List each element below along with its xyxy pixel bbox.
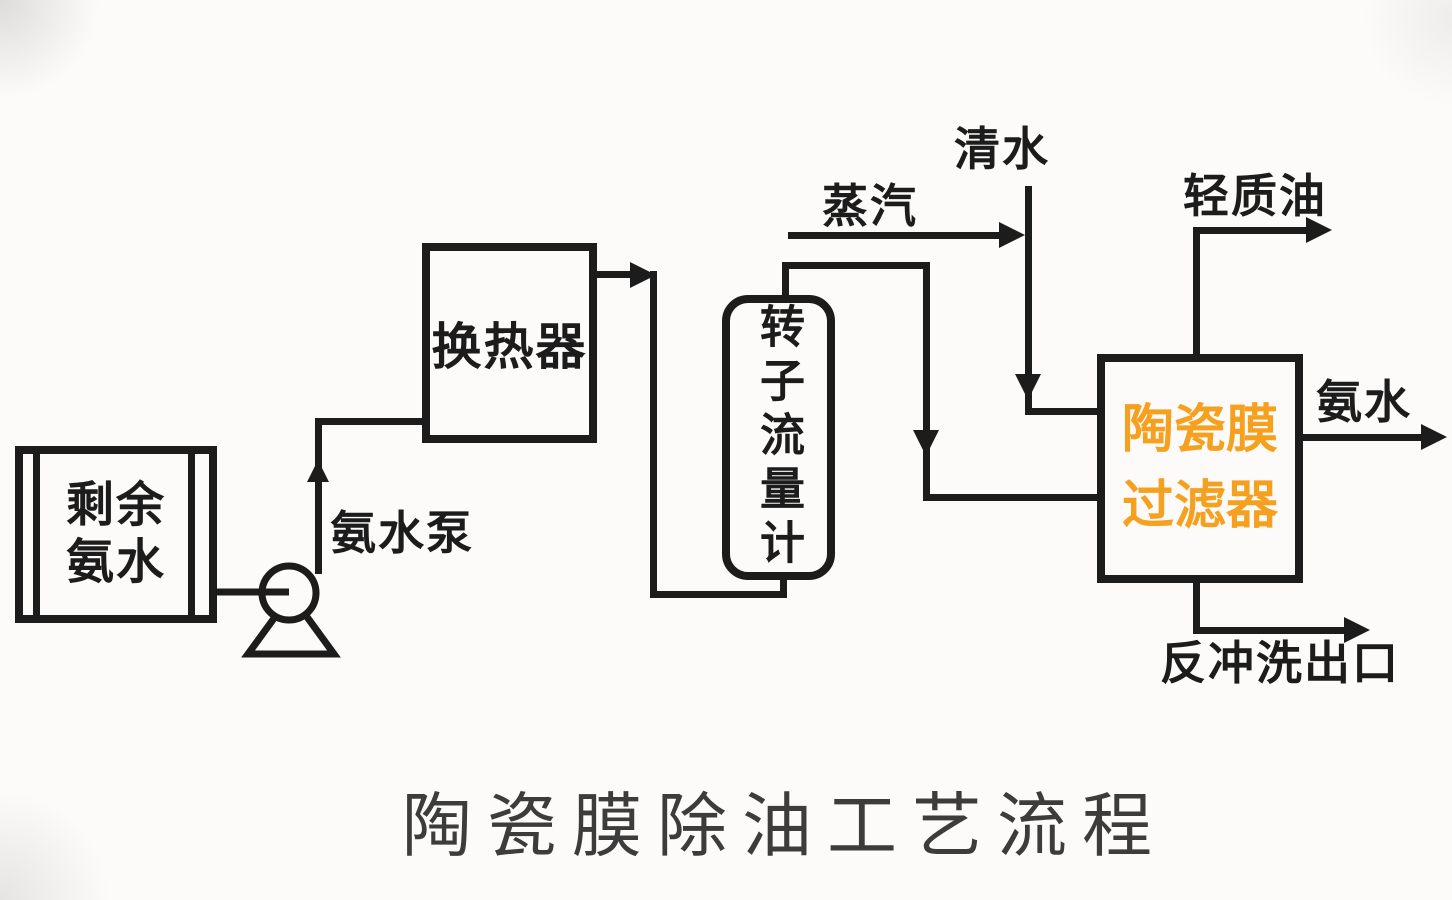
backwash-outlet-label: 反冲洗出口 bbox=[1160, 637, 1400, 689]
clean-water-arrow-icon bbox=[1015, 374, 1041, 400]
pipe-light-oil bbox=[1193, 227, 1308, 234]
light-oil-label: 轻质油 bbox=[1183, 170, 1327, 222]
pipe-hx-outlet bbox=[597, 271, 635, 278]
tank-inner-wall-right bbox=[188, 449, 195, 620]
backwash-arrow-icon bbox=[1344, 617, 1370, 643]
pipe-steam bbox=[788, 232, 999, 239]
pipe-to-rotameter-bottom bbox=[650, 591, 787, 598]
pipe-clean-water-into-filter bbox=[1025, 408, 1098, 415]
rotameter-label: 转子流量计 bbox=[753, 302, 804, 573]
pipe-rotameter-outlet-stub bbox=[782, 262, 789, 302]
ammonia-out-label: 氨水 bbox=[1316, 376, 1412, 428]
rotameter-box: 转子流量计 bbox=[722, 295, 835, 580]
pipe-into-filter bbox=[923, 494, 1098, 501]
pump-riser-arrow-icon bbox=[307, 460, 329, 482]
residual-ammonia-tank: 剩余 氨水 bbox=[15, 446, 217, 623]
pipe-rotameter-top bbox=[782, 262, 930, 269]
steam-label: 蒸汽 bbox=[822, 180, 918, 232]
pipe-backwash bbox=[1193, 627, 1346, 634]
pipe-light-oil-riser bbox=[1193, 230, 1200, 355]
ammonia-out-arrow-icon bbox=[1421, 424, 1447, 450]
pipe-hx-down bbox=[650, 271, 657, 598]
light-oil-arrow-icon bbox=[1306, 217, 1332, 243]
heat-exchanger-label: 换热器 bbox=[431, 319, 588, 375]
pipe-pump-riser bbox=[315, 418, 322, 574]
pump-base-triangle bbox=[241, 589, 341, 658]
tank-label-line1: 剩余 bbox=[65, 478, 166, 532]
pump-symbol bbox=[217, 562, 341, 658]
filter-label-line1: 陶瓷膜 bbox=[1121, 401, 1278, 460]
pump-label: 氨水泵 bbox=[330, 507, 474, 559]
pipe-riser-to-hx bbox=[315, 418, 422, 425]
feed-arrow-icon bbox=[913, 430, 939, 456]
pipe-clean-water bbox=[1025, 186, 1032, 415]
clean-water-label: 清水 bbox=[954, 123, 1050, 175]
pipe-down-to-filter bbox=[923, 262, 930, 501]
pipe-backwash-drop bbox=[1193, 580, 1200, 632]
tank-label-line2: 氨水 bbox=[65, 535, 166, 589]
pipe-rotameter-inlet-stub bbox=[780, 576, 787, 598]
tank-label: 剩余 氨水 bbox=[66, 478, 166, 591]
ceramic-membrane-filter-box: 陶瓷膜 过滤器 bbox=[1097, 354, 1303, 583]
diagram-title: 陶瓷膜除油工艺流程 bbox=[402, 789, 1167, 866]
tank-inner-wall-left bbox=[33, 449, 40, 620]
steam-arrow-icon bbox=[999, 222, 1025, 248]
filter-label-line2: 过滤器 bbox=[1121, 476, 1278, 535]
ceramic-membrane-filter-label: 陶瓷膜 过滤器 bbox=[1122, 393, 1278, 544]
heat-exchanger-box: 换热器 bbox=[422, 243, 597, 443]
pipe-ammonia-out bbox=[1303, 434, 1423, 441]
